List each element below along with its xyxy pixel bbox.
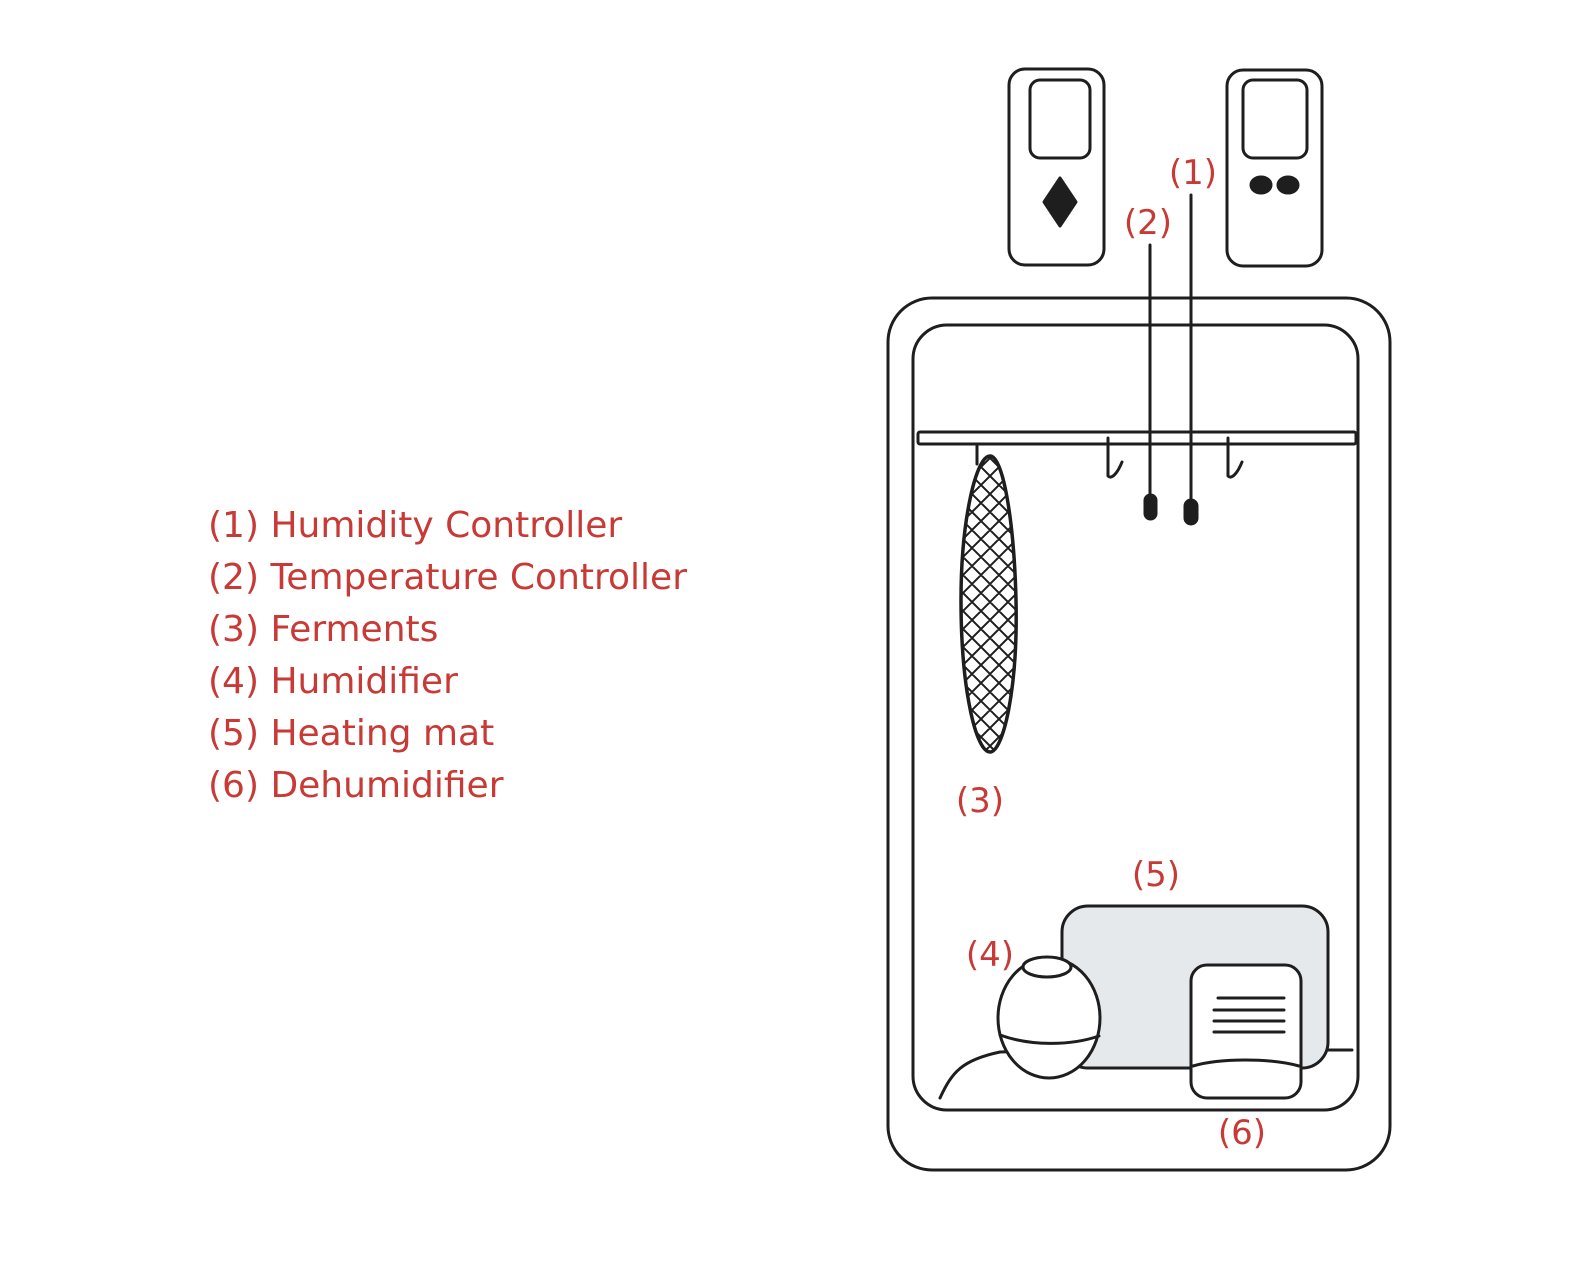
- legend-item-ferments: (3) Ferments: [208, 609, 439, 650]
- legend-item-humidity-controller: (1) Humidity Controller: [208, 505, 623, 546]
- callout-dehumidifier: (6): [1218, 1113, 1266, 1153]
- dehumidifier-device: [1189, 963, 1303, 1100]
- temperature-probe: [1143, 243, 1158, 521]
- hook-icon: [1106, 436, 1124, 479]
- chamber-outer-wall: [886, 296, 1392, 1172]
- ferment-item: [959, 454, 1018, 754]
- indicator-dot-icon: [1249, 175, 1273, 195]
- callout-heating-mat: (5): [1132, 855, 1180, 895]
- callout-ferments: (3): [956, 781, 1004, 821]
- callout-humidifier: (4): [966, 935, 1014, 975]
- hanging-rod: [916, 430, 1358, 479]
- component-legend: (1) Humidity Controller (2) Temperature …: [208, 500, 687, 812]
- diamond-icon: [1042, 176, 1078, 228]
- power-cord: [938, 1048, 1354, 1100]
- indicator-dot-icon: [1276, 175, 1300, 195]
- humidity-controller-device: [1007, 67, 1106, 267]
- hook-icon: [1226, 436, 1244, 479]
- legend-item-heating-mat: (5) Heating mat: [208, 713, 495, 754]
- chamber-inner-wall: [911, 323, 1360, 1112]
- legend-item-dehumidifier: (6) Dehumidifier: [208, 765, 504, 806]
- humidifier-device: [996, 955, 1102, 1080]
- legend-item-humidifier: (4) Humidifier: [208, 661, 458, 702]
- legend-item-temperature-controller: (2) Temperature Controller: [208, 557, 688, 598]
- temperature-controller-device: [1225, 68, 1324, 268]
- vent-icon: [1212, 996, 1286, 1034]
- callout-temperature-controller: (2): [1124, 203, 1172, 243]
- callout-humidity-controller: (1): [1169, 153, 1217, 193]
- humidity-probe: [1183, 193, 1199, 526]
